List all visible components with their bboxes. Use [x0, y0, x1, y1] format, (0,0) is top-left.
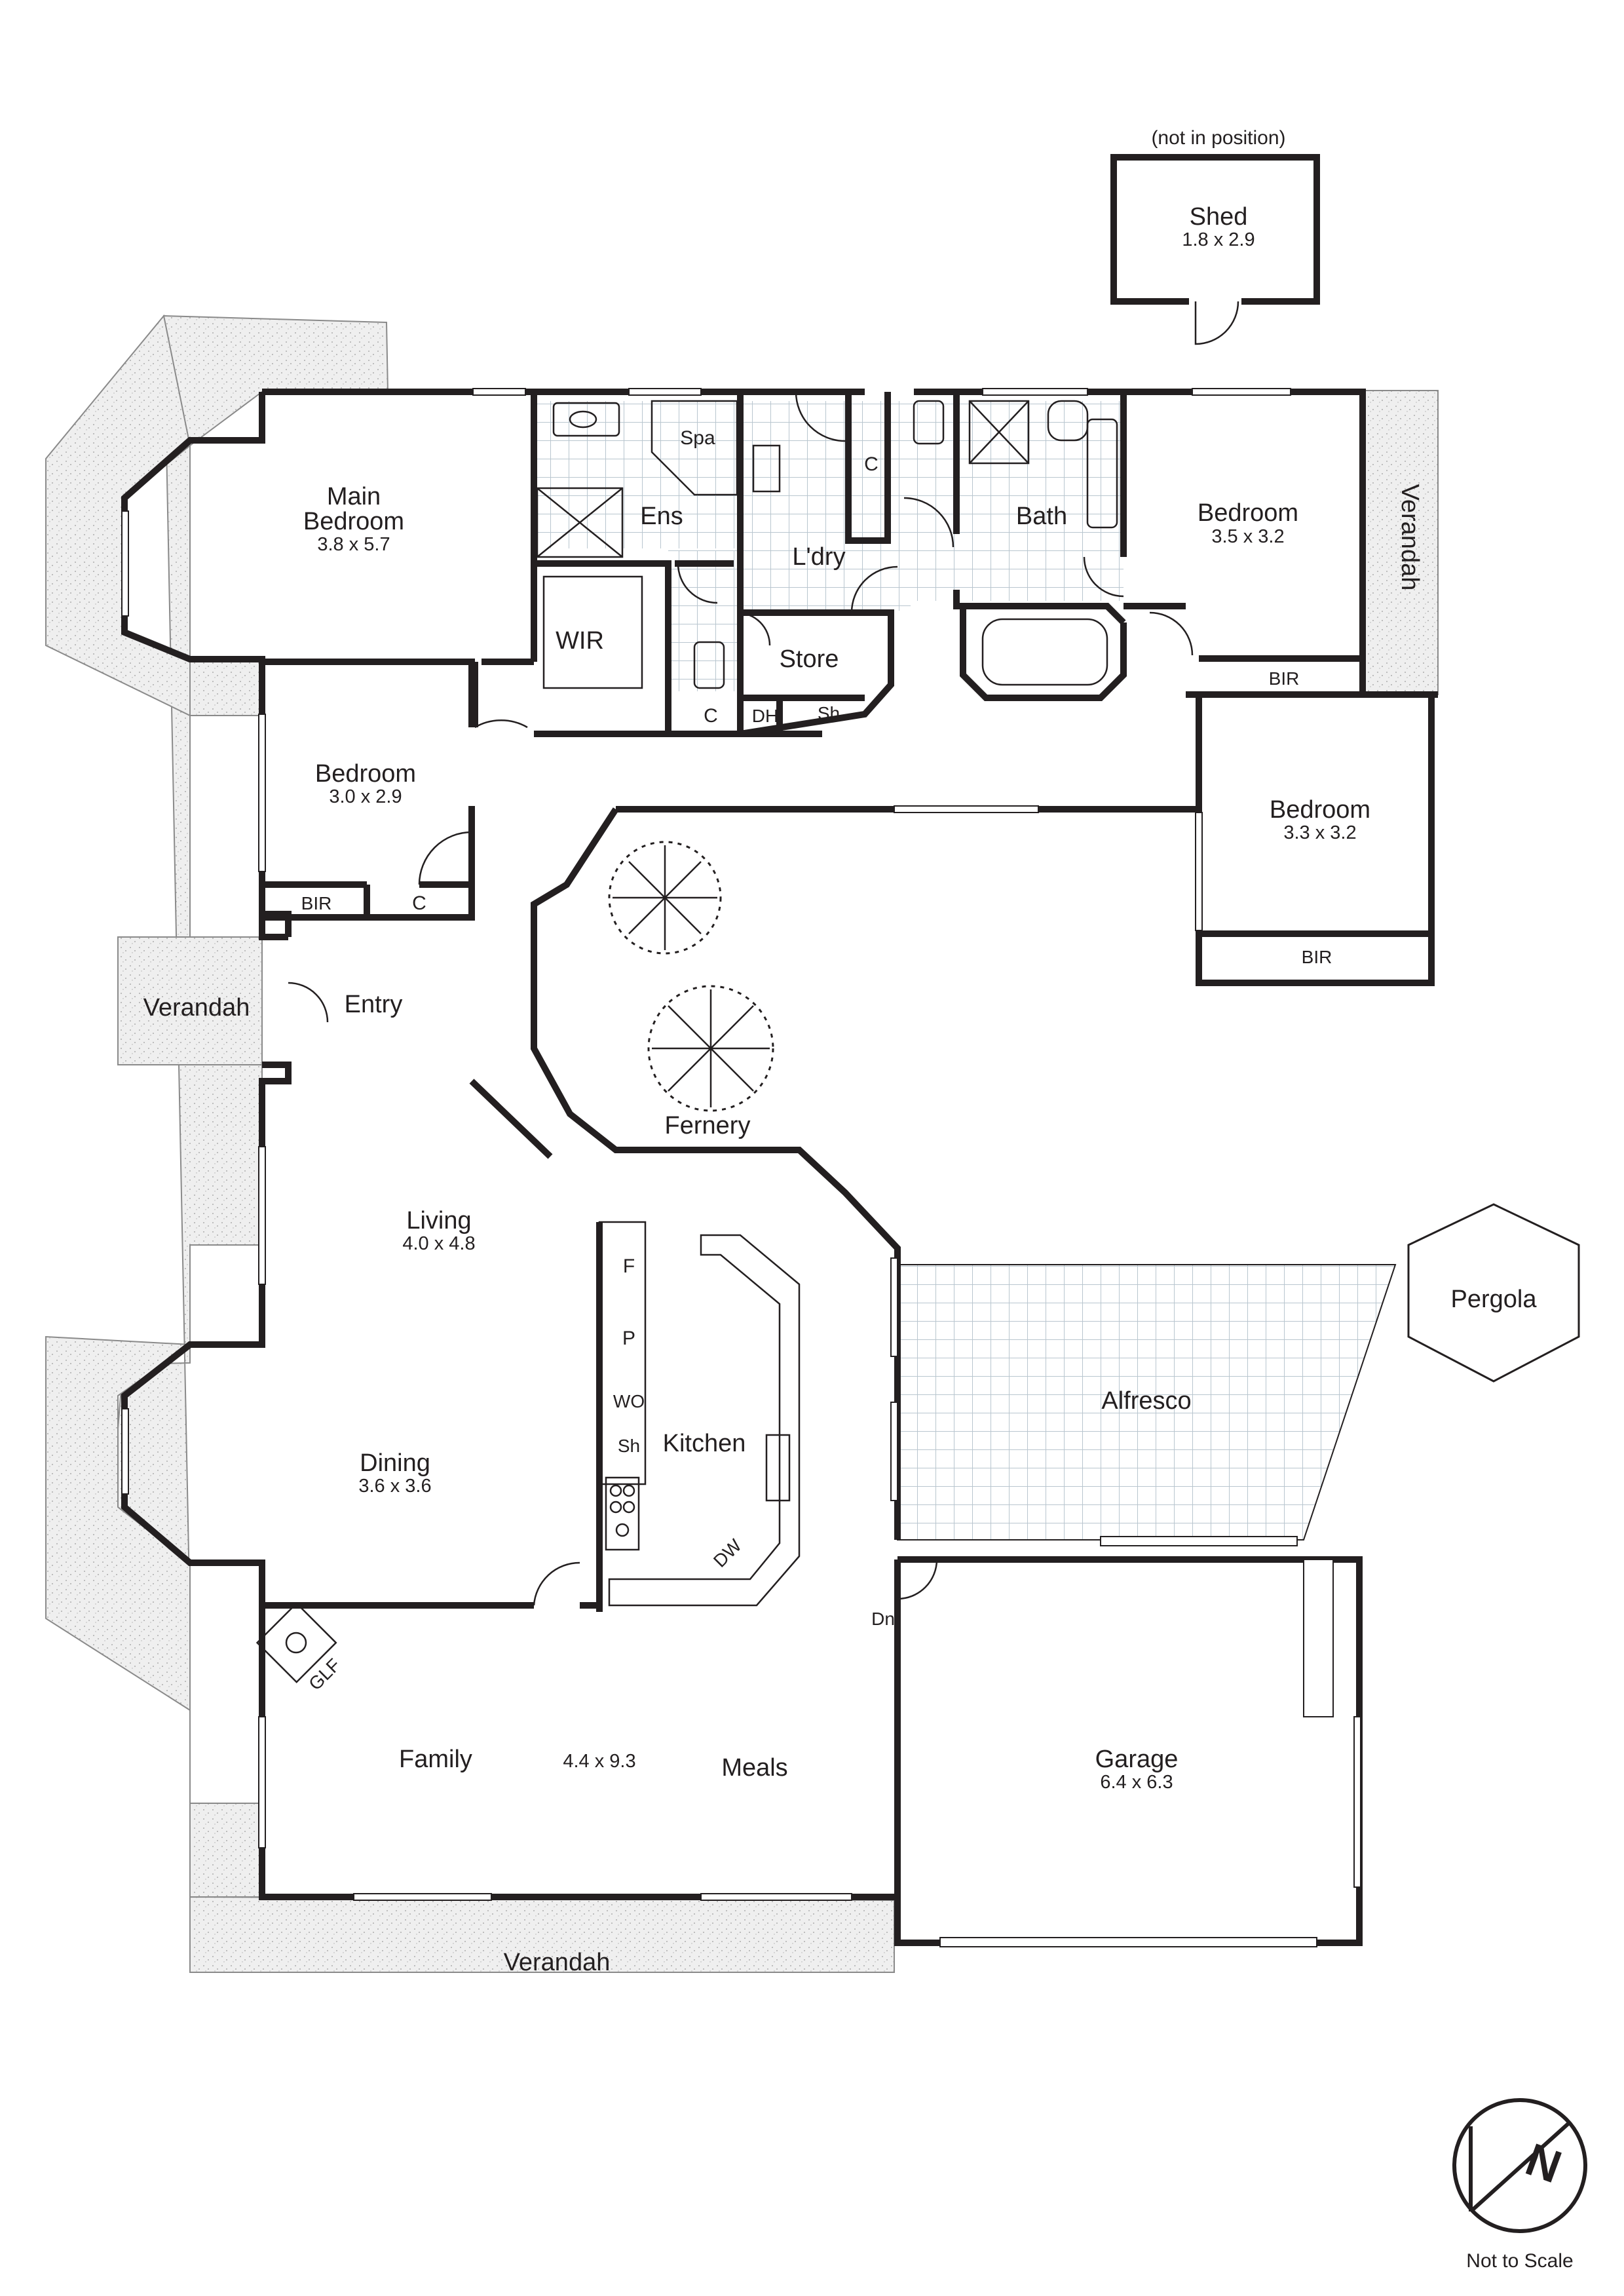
interior-walls	[262, 392, 1431, 1612]
bath-label: Bath	[1016, 503, 1067, 530]
bedroom-3-bir: BIR	[301, 893, 332, 913]
fridge-label: F	[623, 1255, 635, 1277]
laundry-label: L'dry	[792, 543, 845, 571]
bedroom-2-label: Bedroom	[1198, 499, 1298, 527]
main-bedroom-dim: 3.8 x 5.7	[317, 534, 390, 555]
ens-cupboard-label: C	[704, 705, 718, 727]
living-dim: 4.0 x 4.8	[402, 1233, 475, 1254]
wir-label: WIR	[556, 627, 604, 655]
main-bedroom-label-2: Bedroom	[303, 508, 404, 535]
meals-label: Meals	[721, 1754, 787, 1782]
verandah-west-label: Verandah	[143, 994, 250, 1022]
ens-label: Ens	[640, 503, 683, 530]
shed-dim: 1.8 x 2.9	[1182, 229, 1255, 250]
bedroom-4-label: Bedroom	[1270, 796, 1370, 824]
entry-label: Entry	[345, 991, 403, 1018]
verandah-west	[45, 314, 895, 1973]
fernery-label: Fernery	[665, 1112, 751, 1139]
pergola	[1407, 1203, 1580, 1383]
wall-oven-label: WO	[613, 1391, 645, 1411]
bedroom-3-dim: 3.0 x 2.9	[329, 786, 402, 807]
shed-label: Shed	[1190, 203, 1248, 231]
store-shower-label: Sh	[818, 703, 840, 723]
bedroom-3-label: Bedroom	[315, 760, 416, 788]
alfresco-label: Alfresco	[1101, 1387, 1191, 1415]
verandah-east-label: Verandah	[1396, 484, 1424, 591]
fixtures	[255, 400, 1118, 1683]
family-label: Family	[399, 1746, 472, 1773]
store-label: Store	[780, 645, 839, 673]
shed-note: (not in position)	[1151, 127, 1285, 149]
living-label: Living	[406, 1207, 471, 1234]
dh-label: DH	[752, 706, 778, 726]
dining-dim: 3.6 x 3.6	[358, 1476, 431, 1497]
dining-label: Dining	[360, 1449, 430, 1477]
pergola-label: Pergola	[1451, 1286, 1538, 1313]
exterior-walls	[121, 389, 1438, 1946]
glf-label: GLF	[305, 1655, 344, 1694]
laundry-cupboard-label: C	[864, 453, 878, 475]
family-meals-dim: 4.4 x 9.3	[563, 1751, 635, 1772]
windows	[121, 388, 1361, 1947]
shed	[1110, 154, 1320, 345]
compass-letter: N	[1519, 2133, 1568, 2193]
spa-label: Spa	[680, 427, 715, 449]
bedroom-4-bir: BIR	[1302, 947, 1332, 967]
doors	[288, 391, 1194, 1606]
scale-note: Not to Scale	[1466, 2250, 1573, 2272]
garage-label: Garage	[1095, 1746, 1179, 1773]
bedroom-2-bir: BIR	[1269, 668, 1300, 689]
dishwasher-label: DW	[709, 1535, 746, 1571]
main-bedroom-label-1: Main	[327, 483, 381, 510]
wet-area-tiles	[534, 401, 1124, 691]
fernery-plants	[608, 841, 774, 1112]
kitchen-label: Kitchen	[663, 1430, 746, 1457]
bedroom-2-dim: 3.5 x 3.2	[1211, 526, 1284, 547]
kitchen-shower-label: Sh	[618, 1436, 640, 1456]
garage-dim: 6.4 x 6.3	[1100, 1772, 1173, 1793]
pantry-label: P	[622, 1328, 635, 1349]
bedroom-4-dim: 3.3 x 3.2	[1283, 822, 1356, 843]
down-label: Dn	[871, 1609, 895, 1629]
bedroom-3-cupboard: C	[412, 892, 426, 914]
compass-icon	[1452, 2098, 1587, 2233]
verandah-south-label: Verandah	[504, 1949, 611, 1976]
